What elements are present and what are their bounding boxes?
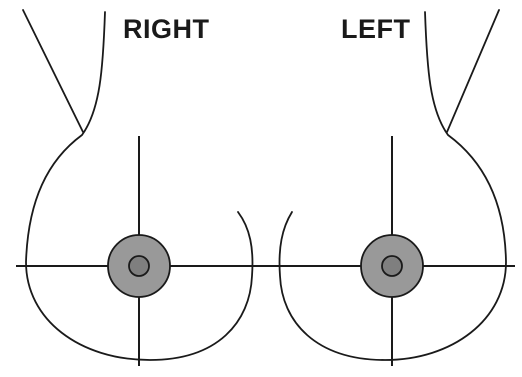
right-breast [16, 9, 270, 366]
right-side-label: RIGHT [123, 14, 210, 44]
right-nipple [128, 255, 150, 277]
left-breast-outer-contour [278, 11, 507, 361]
right-breast-outer-contour [25, 11, 254, 361]
left-side-label: LEFT [341, 14, 411, 44]
right-armpit-line [22, 9, 84, 133]
left-armpit-line [446, 9, 500, 133]
left-breast [256, 9, 515, 366]
left-nipple [381, 255, 403, 277]
